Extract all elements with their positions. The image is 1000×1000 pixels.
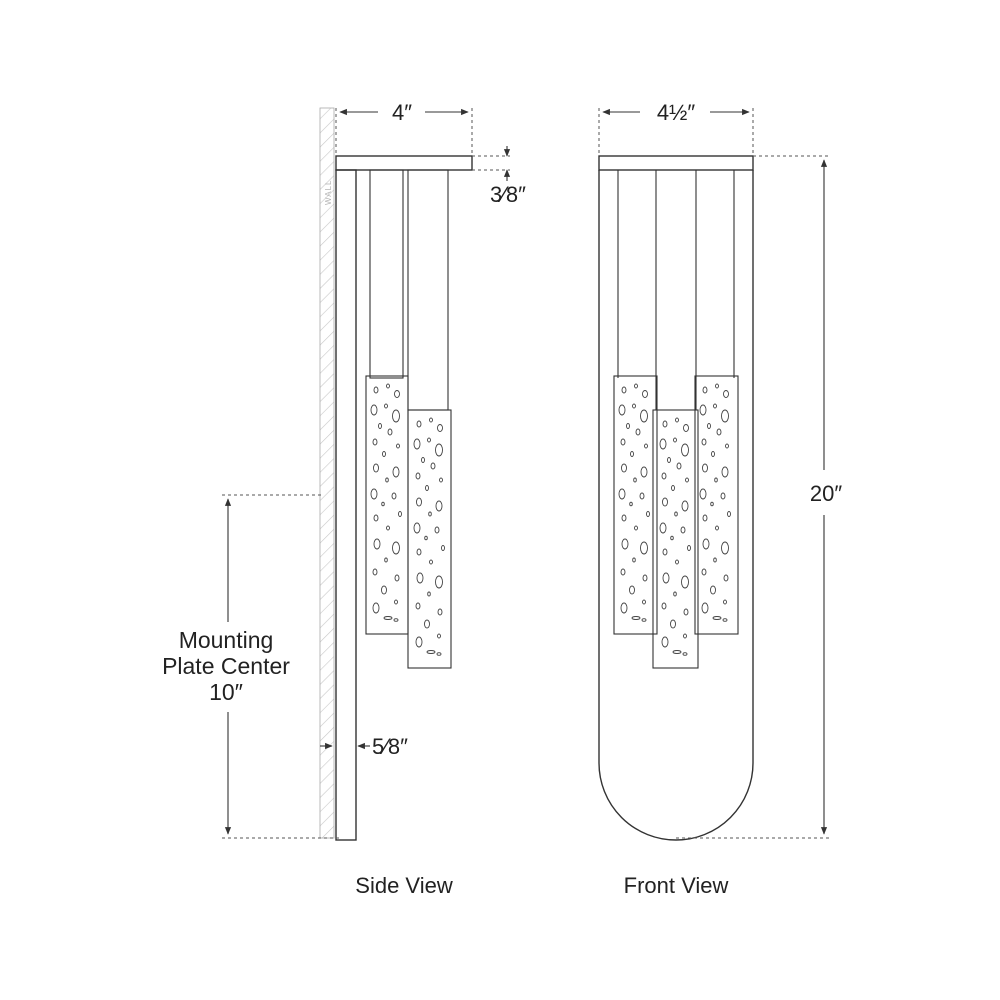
side-view-caption: Side View [355, 873, 453, 898]
front-view: 4½″ 20″ Front View [598, 100, 842, 898]
shade-rear [365, 375, 409, 635]
mounting-label-line3: 10″ [209, 679, 243, 705]
height-label: 20″ [810, 481, 842, 506]
rod-front [407, 169, 449, 411]
shade-front [407, 409, 452, 669]
front-shade-center [652, 409, 699, 669]
glass-outline [598, 170, 754, 841]
backplate [335, 169, 357, 841]
front-shade-right [694, 375, 739, 635]
front-shade-left [613, 375, 658, 635]
rod-rear [369, 169, 404, 379]
wall-section [319, 107, 335, 839]
backplate-label: 5⁄8″ [372, 734, 408, 759]
front-view-caption: Front View [624, 873, 729, 898]
mounting-label-line1: Mounting [179, 627, 274, 653]
canopy-arm [335, 155, 473, 171]
mounting-label-line2: Plate Center [162, 653, 290, 679]
side-view: WALL 4″ 3⁄8″ 5⁄8″ [162, 100, 526, 898]
canopy-label: 3⁄8″ [490, 182, 526, 207]
front-canopy [598, 155, 754, 171]
width-label: 4½″ [657, 100, 696, 125]
depth-label: 4″ [392, 100, 412, 125]
wall-label: WALL [324, 180, 333, 206]
